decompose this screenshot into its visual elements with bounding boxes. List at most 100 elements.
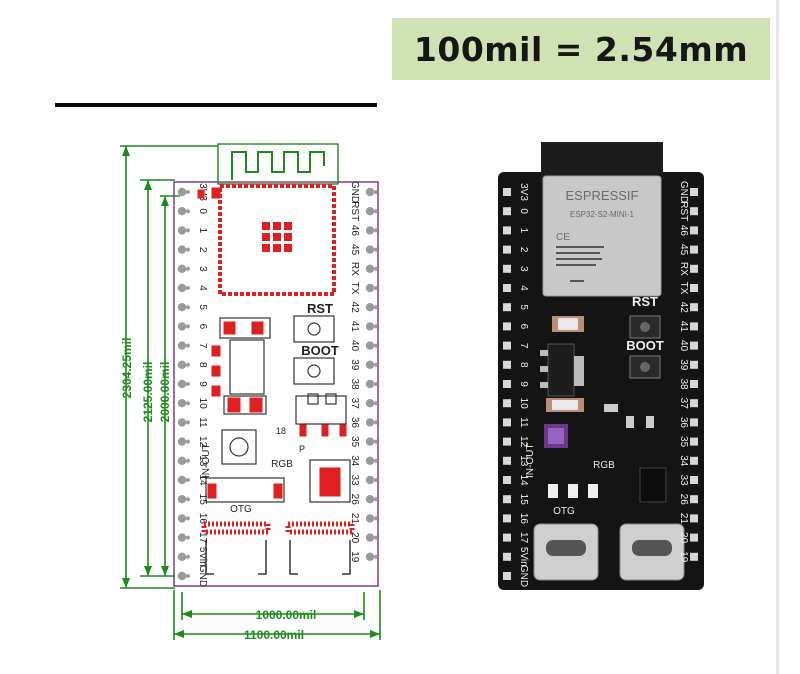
pin-label: 7 xyxy=(518,343,529,349)
pin-pad xyxy=(503,207,511,216)
pin-label: 26 xyxy=(678,494,689,506)
pin-pad xyxy=(690,456,698,465)
pin-label: 9 xyxy=(197,381,208,387)
pin-pad xyxy=(365,552,375,561)
pin-pad xyxy=(177,571,187,581)
pin-label: 6 xyxy=(197,324,208,330)
pin-label: 9 xyxy=(518,381,529,387)
page-edge xyxy=(776,0,779,674)
pin-pad xyxy=(365,303,375,312)
pin-pad xyxy=(365,456,375,465)
pin-label: 34 xyxy=(678,455,689,467)
pin-label: 15 xyxy=(518,494,529,506)
pin-pad xyxy=(690,188,698,196)
pin-pad xyxy=(177,475,187,485)
pin-pad-dot xyxy=(374,478,378,482)
pin-pad-dot xyxy=(374,439,378,444)
pin-label: 20 xyxy=(678,532,689,544)
pin-label: 7 xyxy=(197,343,208,349)
pin-label: 12 xyxy=(518,436,529,448)
pin-label: 46 xyxy=(678,225,689,237)
dim-inner-pin-span: 2000.00mil xyxy=(158,362,172,423)
pin-label: 42 xyxy=(678,302,689,314)
photo-label-boot: BOOT xyxy=(626,338,664,353)
pin-pad-dot xyxy=(374,420,378,425)
pin-label: 1 xyxy=(197,228,208,234)
right-pin-header xyxy=(365,187,378,561)
pin-pad xyxy=(503,514,511,523)
pin-pad-dot xyxy=(186,209,190,214)
module-pad xyxy=(262,222,270,230)
pin-pad-dot xyxy=(374,401,378,406)
pin-label: 1 xyxy=(518,228,529,234)
pin-label: 8 xyxy=(518,362,529,368)
pin-label: 34 xyxy=(349,455,360,467)
pin-label: 5 xyxy=(197,304,208,310)
pin-label: 17 xyxy=(197,532,208,544)
pin-label: 10 xyxy=(518,398,529,410)
pin-pad-dot xyxy=(186,286,190,290)
pin-pad xyxy=(503,264,511,273)
pin-pad xyxy=(690,437,698,446)
pin-label: 19 xyxy=(349,551,360,563)
pin-label: 0 xyxy=(197,208,208,214)
pin-label: 41 xyxy=(678,321,689,333)
pin-pad xyxy=(690,514,698,523)
module-pad xyxy=(284,222,292,230)
pin-label: RST xyxy=(678,201,689,221)
pin-label: 3 xyxy=(518,266,529,272)
pin-label: 21 xyxy=(678,513,689,525)
pin-label: RST xyxy=(349,201,360,221)
pin-label: 4 xyxy=(518,285,529,291)
pin-pad xyxy=(177,245,187,254)
pin-label: 20 xyxy=(349,532,360,544)
pin-pad xyxy=(365,322,375,331)
dim-board-length: 2304.25mil xyxy=(120,338,134,399)
pin-label: 21 xyxy=(349,513,360,525)
pin-pad xyxy=(690,303,698,312)
pin-pad xyxy=(365,207,375,216)
pin-pad xyxy=(365,226,375,235)
pin-pad-dot xyxy=(186,343,190,348)
pin-pad xyxy=(503,456,511,465)
module-pad xyxy=(284,233,292,241)
pin-pad xyxy=(177,437,187,446)
photo-right-pin-header xyxy=(690,188,698,561)
module-pad xyxy=(262,244,270,252)
module-center-pads xyxy=(262,222,292,252)
photo-components xyxy=(540,315,667,503)
pin-label: 0 xyxy=(518,208,529,214)
pin-pad-dot xyxy=(186,574,190,578)
pin-pad xyxy=(177,456,187,465)
label-led-18: 18 xyxy=(276,426,286,436)
pin-pad xyxy=(503,572,511,580)
pin-pad xyxy=(690,552,698,561)
pin-pad xyxy=(177,264,187,273)
pin-label: 13 xyxy=(197,455,208,467)
pin-label: 37 xyxy=(349,398,360,410)
label-boot: BOOT xyxy=(301,343,339,358)
pin-pad xyxy=(365,187,375,197)
pin-pad xyxy=(503,322,511,331)
pin-label: GND xyxy=(349,181,360,203)
pin-pad-dot xyxy=(186,190,190,194)
pin-pad xyxy=(177,399,187,408)
pin-pad xyxy=(177,226,187,235)
pin-pad xyxy=(365,437,375,446)
pin-pad xyxy=(177,552,187,561)
pin-label: 13 xyxy=(518,455,529,467)
pin-label: GND xyxy=(678,181,689,203)
pin-pad xyxy=(177,341,187,350)
pin-pad-dot xyxy=(374,209,378,214)
pin-pad xyxy=(503,360,511,369)
module-pad xyxy=(273,244,281,252)
pin-pad-dot xyxy=(374,247,378,252)
photo-label-rst: RST xyxy=(632,294,658,309)
pin-pad xyxy=(365,399,375,408)
pin-label: 16 xyxy=(518,513,529,525)
pin-label: 12 xyxy=(197,436,208,448)
pin-label: GND xyxy=(518,565,529,587)
component-outlines xyxy=(205,315,351,503)
module-pad xyxy=(273,233,281,241)
pin-pad xyxy=(503,303,511,312)
